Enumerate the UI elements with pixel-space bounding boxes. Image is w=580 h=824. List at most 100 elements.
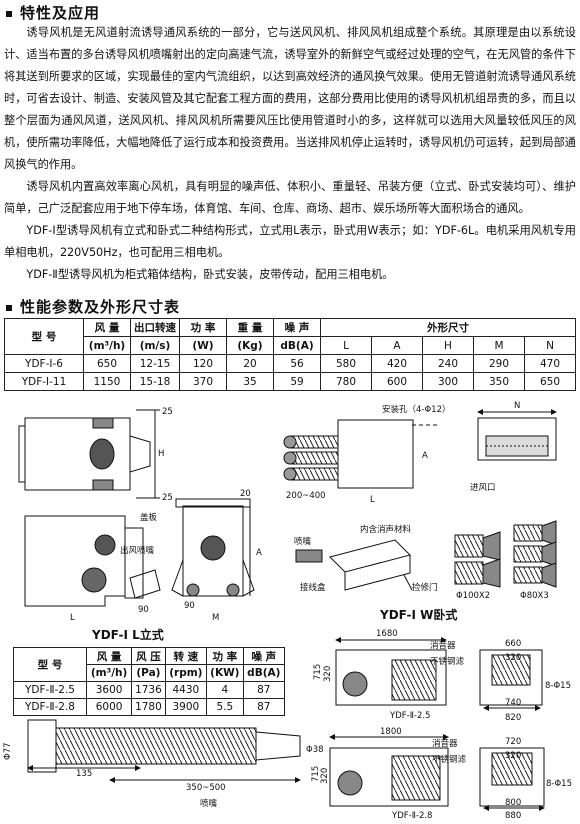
- horizontal-unit-top-view: [477, 409, 557, 461]
- label-dim715: 715: [311, 766, 321, 782]
- caption-vertical: YDF-Ⅰ L立式: [92, 628, 164, 642]
- table-header-row: (m³/h) (m/s) (W) (Kg) dB(A) L A H M N: [5, 336, 576, 355]
- label-L: L: [70, 613, 75, 623]
- cell: 87: [242, 698, 286, 716]
- cell: YDF-Ⅱ-2.8: [13, 698, 87, 716]
- table-header-row: 型 号 风 量 出口转速 功 率 重 量 噪 声 外形尺寸: [4, 318, 576, 355]
- spec-table-ydf1: 型 号 风 量 出口转速 功 率 重 量 噪 声 外形尺寸 (m³/h) (m/…: [4, 318, 576, 391]
- label-phi38: Φ38: [306, 745, 324, 755]
- cell: 87: [242, 681, 286, 699]
- paragraph: 诱导风机内置高效率离心风机，具有明显的噪声低、体积小、重量轻、吊装方便（立式、卧…: [4, 180, 576, 215]
- bullet-icon: [6, 10, 12, 17]
- header-pressure: 风 压: [131, 647, 166, 665]
- label-dim200: 200~400: [286, 491, 326, 501]
- cell: 350: [473, 372, 525, 391]
- label-dim1680: 1680: [376, 629, 398, 639]
- label-dim1800: 1800: [380, 727, 402, 737]
- label-dim320: 320: [323, 666, 333, 682]
- header-speed: 转 速: [164, 647, 208, 665]
- cell: 4430: [164, 681, 208, 699]
- cell: 5.5: [206, 698, 244, 716]
- label-dim90: 90: [138, 605, 149, 615]
- label-dim320: 320: [505, 653, 521, 663]
- label-dim320: 320: [320, 768, 330, 784]
- label-outlet-nozzle: 出风喷嘴: [120, 545, 155, 556]
- label-dim20: 20: [240, 489, 251, 499]
- label-dim320: 320: [505, 751, 521, 761]
- label-sound-material: 内含消声材料: [360, 524, 412, 535]
- ydf2-25-end-view: [479, 649, 543, 711]
- header-airflow: 风 量: [85, 647, 133, 665]
- vertical-unit-front-view: [24, 515, 161, 607]
- table-row: YDF-Ⅰ-11 1150 15-18 370 35 59 780 600 30…: [4, 372, 576, 391]
- cell: 56: [273, 354, 321, 373]
- nozzle-set-80: [513, 520, 557, 588]
- cell: 240: [422, 354, 474, 373]
- paragraph: YDF-Ⅱ型诱导风机为柜式箱体结构，卧式安装，皮带传动，配用三相电机。: [26, 268, 394, 281]
- label-silencer: 消音器: [432, 738, 458, 749]
- table-row: YDF-Ⅱ-2.8 6000 1780 3900 5.5 87: [13, 698, 286, 716]
- cell: 370: [179, 372, 227, 391]
- label-phi80: Φ80X3: [520, 591, 549, 601]
- label-dim880: 880: [505, 811, 521, 821]
- label-nozzle: 喷嘴: [200, 798, 218, 809]
- cell: 300: [422, 372, 474, 391]
- unit-power: (KW): [206, 664, 244, 682]
- table-row: YDF-Ⅱ-2.5 3600 1736 4430 4 87: [13, 681, 286, 699]
- label-A: A: [422, 451, 428, 461]
- nozzle-duct-view: [27, 719, 301, 783]
- section-title-specs: 性能参数及外形尺寸表: [6, 296, 180, 317]
- header-power: 功 率: [206, 647, 244, 665]
- cell: 6000: [85, 698, 133, 716]
- label-dim90: 90: [184, 601, 195, 611]
- label-dim820: 820: [505, 713, 521, 723]
- label-H: H: [158, 449, 164, 459]
- label-phi100: Φ100X2: [456, 591, 490, 601]
- label-dim135: 135: [76, 769, 92, 779]
- cell: 4: [206, 681, 244, 699]
- label-dim25: 25: [162, 407, 173, 417]
- cell: 15-18: [130, 372, 180, 391]
- label-service-door: 捡修门: [412, 582, 438, 593]
- cell: 650: [524, 372, 576, 391]
- label-steel-filter: 不锈钢滤: [430, 656, 465, 667]
- label-N: N: [514, 401, 520, 411]
- label-silencer: 消音器: [430, 640, 456, 651]
- cell: YDF-Ⅱ-2.5: [13, 681, 87, 699]
- paragraph: 诱导风机是无风道射流诱导通风系统的一部分，它与送风风机、排风风机组成整个系统。其…: [4, 26, 576, 171]
- section-title-features: 特性及应用: [6, 2, 100, 23]
- nozzle-set-100: [454, 531, 501, 588]
- label-model: YDF-Ⅱ-2.5: [389, 711, 430, 721]
- unit-noise: dB(A): [242, 664, 286, 682]
- table-header-row: (m³/h) (Pa) (rpm) (KW) dB(A): [14, 664, 286, 682]
- paragraph: YDF-Ⅰ型诱导风机有立式和卧式二种结构形式，立式用L表示，卧式用W表示；如：Y…: [4, 224, 576, 259]
- cell: 470: [524, 354, 576, 373]
- caption-horizontal: YDF-Ⅰ W卧式: [380, 608, 458, 622]
- label-dim350: 350~500: [186, 783, 226, 793]
- bullet-icon: [6, 304, 12, 311]
- label-dim660: 660: [505, 639, 521, 649]
- ydf2-28-end-view: [479, 747, 545, 811]
- vertical-unit-side-view: [18, 409, 160, 499]
- cell: 3900: [164, 698, 208, 716]
- label-cover: 盖板: [140, 512, 158, 523]
- label-dim800: 800: [505, 798, 521, 808]
- horizontal-unit-iso-view: [295, 539, 413, 591]
- header-noise: 噪 声: [242, 647, 286, 665]
- label-inlet: 进风口: [470, 483, 496, 493]
- cell: 600: [371, 372, 423, 391]
- unit-airflow: (m³/h): [85, 664, 133, 682]
- label-nozzle: 喷嘴: [294, 536, 312, 547]
- unit-noise: dB(A): [273, 336, 321, 355]
- features-text: 诱导风机是无风道射流诱导通风系统的一部分，它与送风风机、排风风机组成整个系统。其…: [4, 22, 576, 286]
- spec-table-ydf2: 型 号 风 量 风 压 转 速 功 率 噪 声 (m³/h) (Pa) (rpm…: [13, 647, 286, 716]
- label-8phi15: 8-Φ15: [546, 779, 572, 789]
- label-dim720: 720: [505, 737, 521, 747]
- label-model: YDF-Ⅱ-2.8: [391, 811, 432, 821]
- horizontal-unit-side-view: [283, 419, 440, 489]
- label-A: A: [256, 548, 262, 558]
- header-velocity: 出口转速: [130, 318, 180, 337]
- cell: YDF-Ⅰ-11: [4, 372, 84, 391]
- label-8phi15: 8-Φ15: [545, 681, 571, 691]
